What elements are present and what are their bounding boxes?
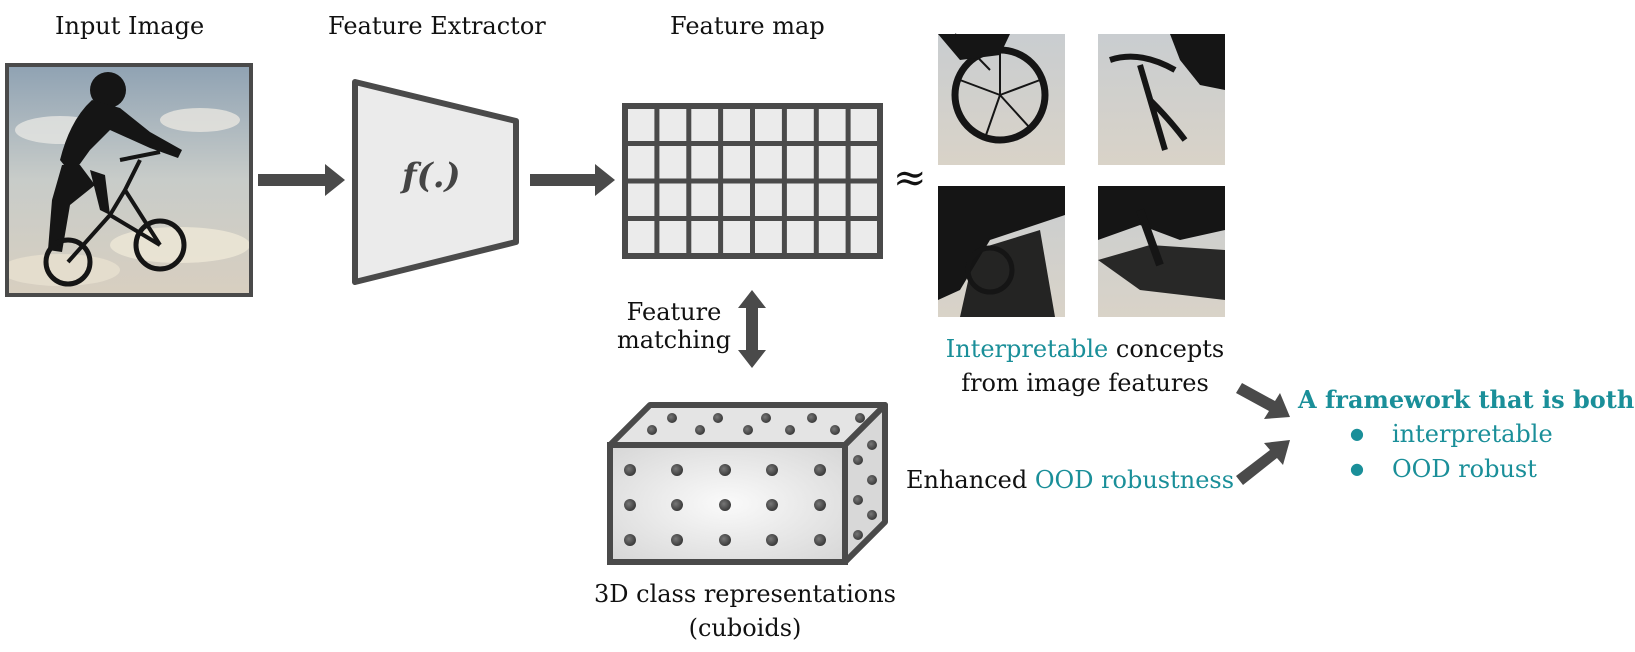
- input-image: [5, 63, 253, 297]
- feature-matching-line2: matching: [616, 326, 732, 354]
- bullet-icon: ●: [1350, 424, 1364, 443]
- concept-tile-wheel: [938, 33, 1065, 165]
- enhanced-robustness-label: Enhanced OOD robustness: [906, 466, 1234, 494]
- feature-matching-line1: Feature: [626, 298, 722, 326]
- enhanced-prefix: Enhanced: [906, 466, 1035, 494]
- concepts-caption-line1: Interpretable concepts: [920, 332, 1250, 366]
- arrow-robustness-to-framework: [1236, 440, 1290, 485]
- feature-matching-arrow: [738, 290, 766, 368]
- framework-item-label: interpretable: [1391, 420, 1553, 448]
- concept-tile-pedal: [1098, 186, 1225, 317]
- ood-robustness-text: OOD robustness: [1034, 466, 1235, 494]
- arrow-input-to-extractor: [258, 164, 345, 196]
- framework-item-label: OOD robust: [1391, 455, 1537, 483]
- extractor-formula: f(.): [402, 156, 461, 196]
- input-image-label: Input Image: [55, 12, 205, 40]
- feature-matching-label: Feature matching: [612, 298, 736, 354]
- framework-title-text: A framework that is both: [1298, 385, 1635, 414]
- interpretable-word: Interpretable: [945, 335, 1109, 363]
- feature-extractor-shape: [352, 79, 519, 285]
- concept-tile-handlebar: [1098, 34, 1225, 165]
- feature-map-grid: [622, 103, 883, 259]
- concepts-caption-line2: from image features: [961, 369, 1209, 397]
- cuboid-caption-line2: (cuboids): [688, 614, 802, 642]
- bullet-icon: ●: [1350, 459, 1364, 478]
- cuboid-caption: 3D class representations (cuboids): [580, 577, 910, 645]
- class-cuboid: [607, 402, 888, 565]
- arrow-extractor-to-map: [530, 164, 615, 196]
- cuboid-caption-line1: 3D class representations: [593, 580, 896, 608]
- feature-extractor-label: Feature Extractor: [328, 12, 546, 40]
- concepts-rest: concepts: [1108, 335, 1225, 363]
- framework-item-ood-robust: ● OOD robust: [1350, 455, 1537, 483]
- feature-map-label: Feature map: [670, 12, 825, 40]
- approx-symbol: ≈: [893, 155, 927, 201]
- concepts-caption: Interpretable concepts from image featur…: [920, 332, 1250, 400]
- framework-title: A framework that is both:: [1298, 385, 1635, 414]
- framework-item-interpretable: ● interpretable: [1350, 420, 1553, 448]
- concept-tile-frame: [938, 186, 1065, 317]
- arrow-concepts-to-framework: [1236, 383, 1290, 419]
